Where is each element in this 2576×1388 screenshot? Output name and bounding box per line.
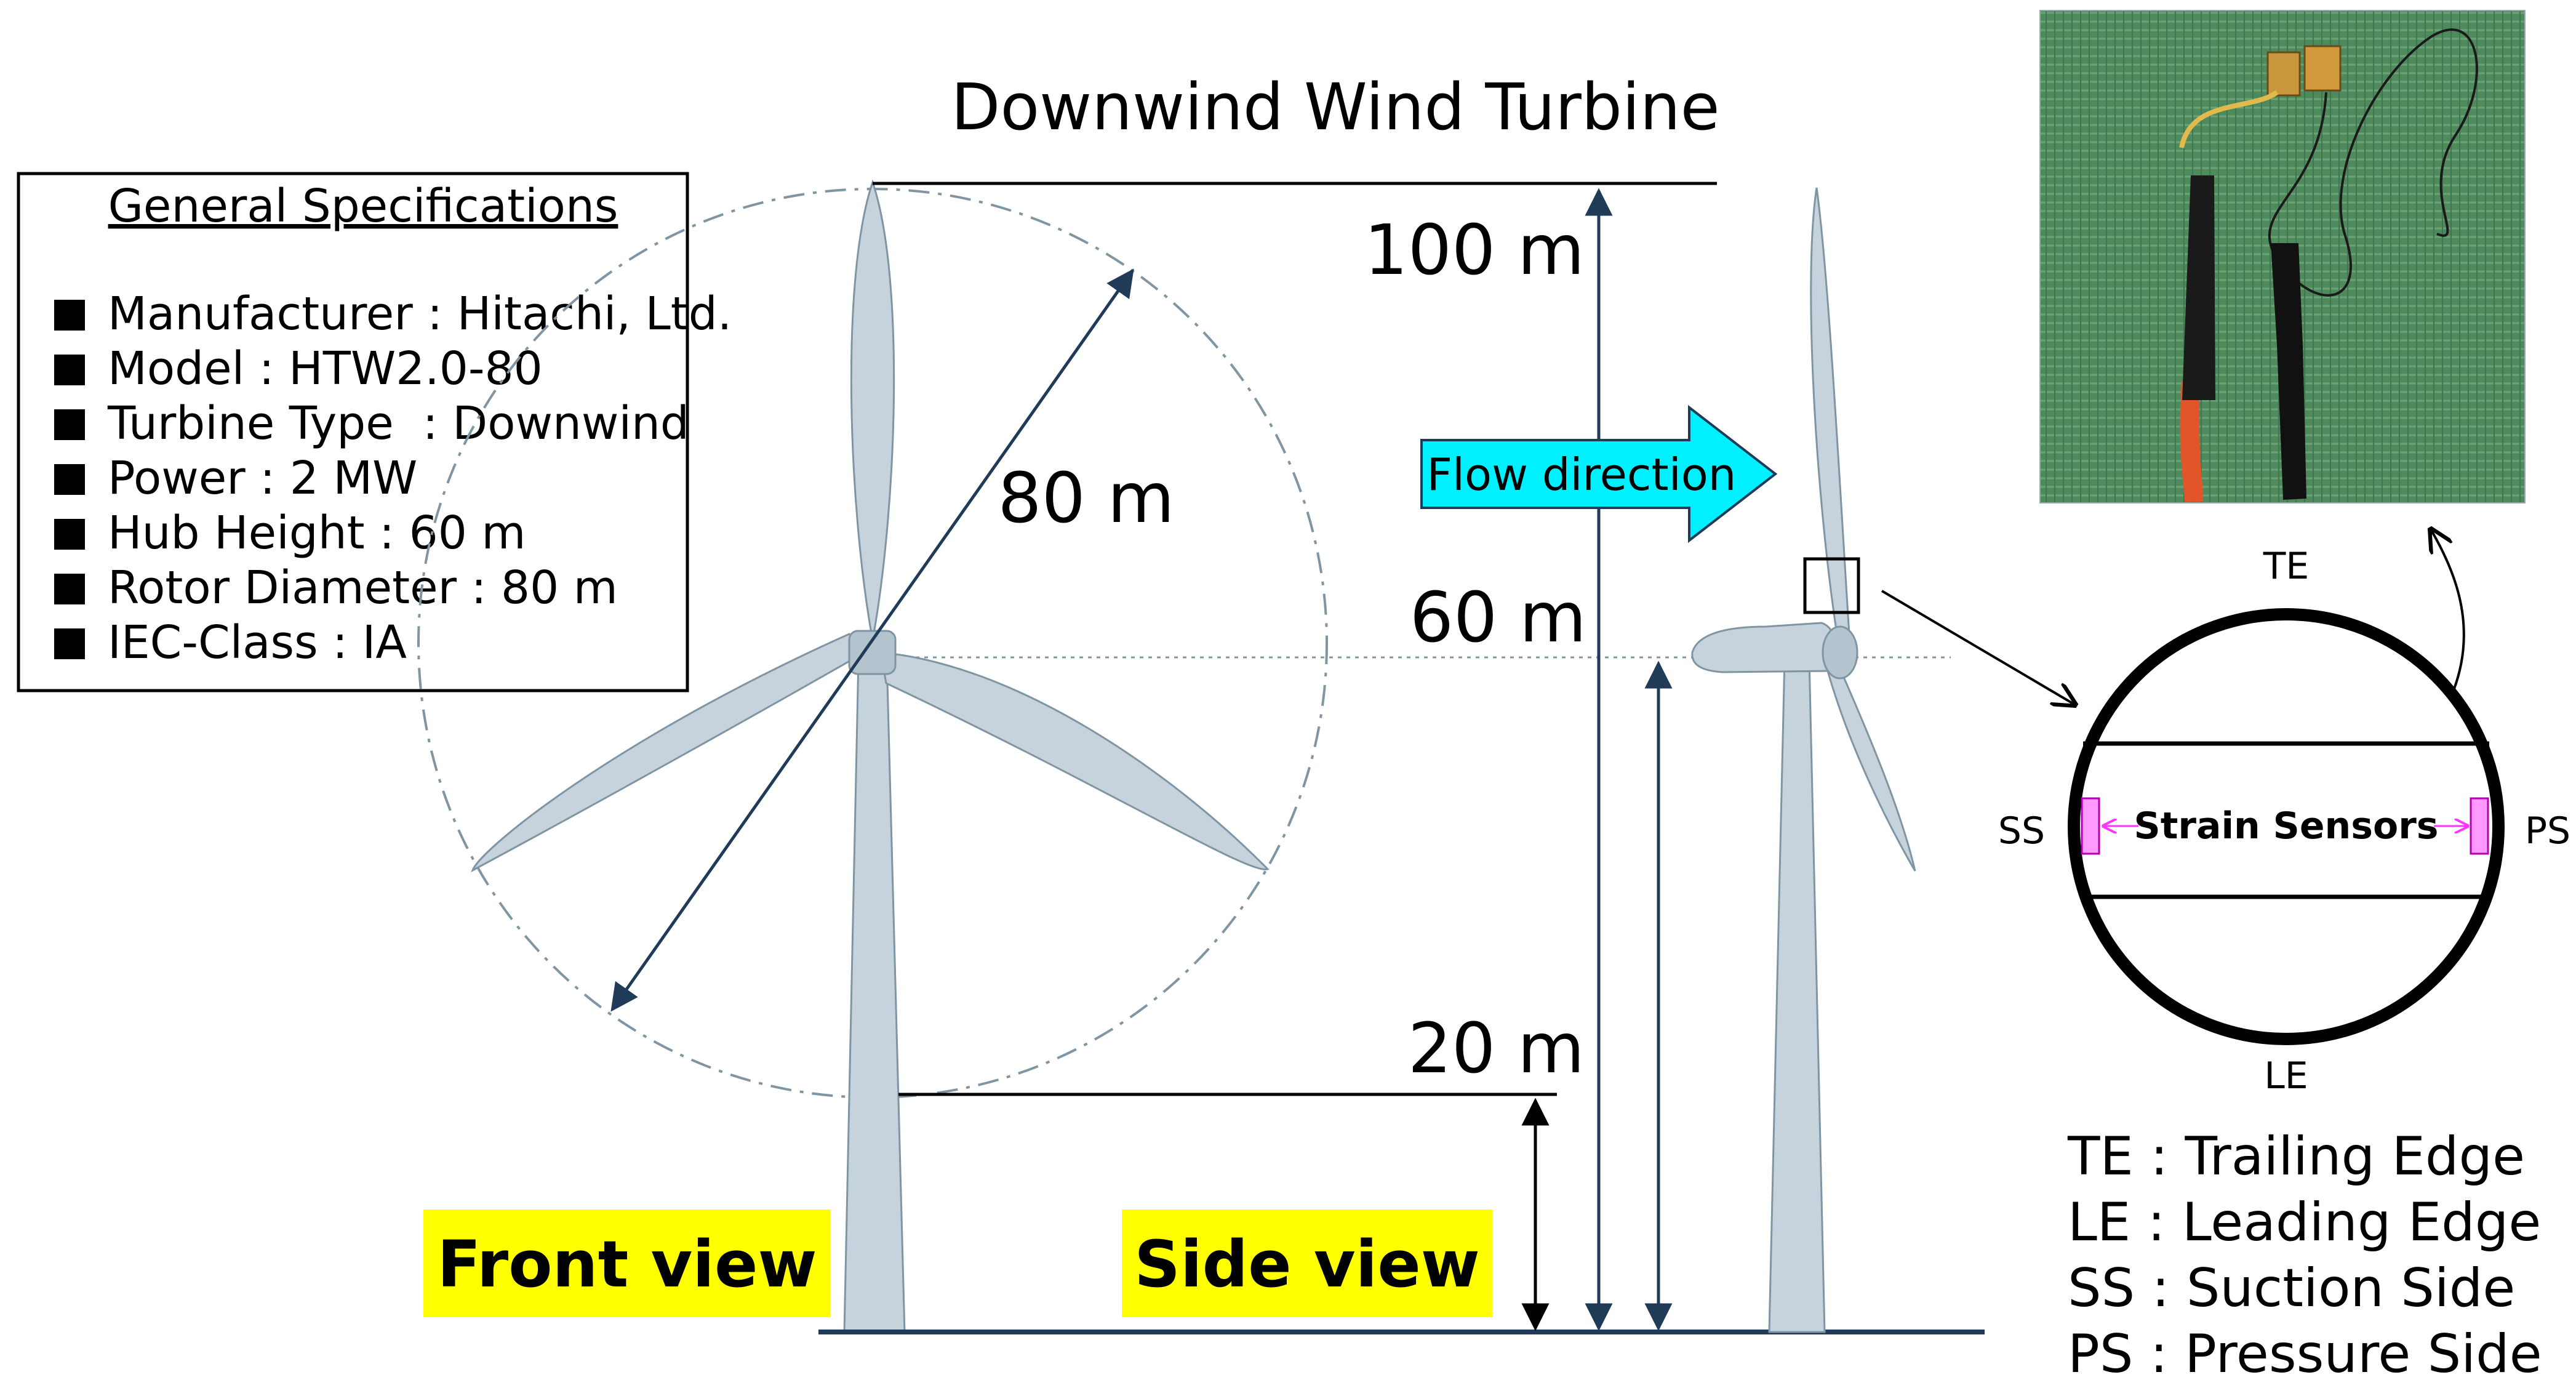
hub bbox=[848, 630, 897, 675]
rotor-diameter-arrow bbox=[610, 268, 1134, 1012]
spec-item-turbine-type: Turbine Type : Downwind bbox=[107, 397, 689, 450]
legend-ps: PS : Pressure Side bbox=[2068, 1323, 2542, 1385]
photo-frame bbox=[2039, 10, 2526, 503]
flow-direction-label: Flow direction bbox=[1427, 449, 1737, 500]
te-label: TE bbox=[2263, 545, 2310, 588]
spec-item: Hub Height : 60 m bbox=[54, 507, 526, 560]
spec-item-hub-height: Hub Height : 60 m bbox=[108, 507, 526, 560]
bullet-square-icon bbox=[54, 464, 85, 495]
diagram-title: Downwind Wind Turbine bbox=[951, 70, 1719, 145]
section-marker bbox=[1803, 557, 1860, 614]
specifications-frame bbox=[17, 172, 689, 692]
flow-direction-arrow: Flow direction bbox=[1420, 404, 1778, 544]
blade-cross-section: Strain Sensors TE LE SS PS bbox=[1998, 545, 2570, 1097]
specifications-box: General Specifications Manufacturer : Hi… bbox=[17, 172, 732, 692]
orange-cable bbox=[2180, 382, 2203, 502]
bullet-square-icon bbox=[54, 628, 85, 659]
flow-arrow-shape bbox=[1420, 404, 1778, 544]
front-view-turbine: 80 m bbox=[417, 179, 1951, 1333]
side-view-label-bg bbox=[1122, 1209, 1492, 1317]
bullet-square-icon bbox=[54, 519, 85, 550]
ss-label: SS bbox=[1998, 809, 2045, 852]
spec-item: Rotor Diameter : 80 m bbox=[54, 561, 618, 614]
side-view-label: Side view bbox=[1122, 1209, 1492, 1317]
le-label: LE bbox=[2264, 1054, 2308, 1097]
sensor-ps bbox=[2470, 797, 2489, 855]
side-tower bbox=[1768, 657, 1826, 1333]
abbreviation-legend: TE : Trailing Edge LE : Leading Edge SS … bbox=[2067, 1126, 2542, 1385]
legend-ss: SS : Suction Side bbox=[2068, 1258, 2515, 1319]
tower bbox=[843, 657, 906, 1333]
bullet-square-icon bbox=[54, 355, 85, 385]
sensor-wire bbox=[2268, 28, 2478, 297]
spec-item-model: Model : HTW2.0-80 bbox=[108, 342, 543, 395]
side-view-turbine bbox=[1691, 187, 2075, 1333]
spec-item-manufacturer: Manufacturer : Hitachi, Ltd. bbox=[108, 287, 732, 340]
side-view-text: Side view bbox=[1134, 1227, 1480, 1302]
side-blade-lower bbox=[1826, 660, 1916, 872]
top-height-label: 100 m bbox=[1364, 211, 1585, 291]
legend-le: LE : Leading Edge bbox=[2068, 1192, 2541, 1253]
specifications-heading: General Specifications bbox=[108, 180, 618, 233]
side-hub bbox=[1822, 625, 1858, 680]
nacelle bbox=[1691, 622, 1837, 673]
spec-item: Power : 2 MW bbox=[54, 452, 417, 505]
blade-right bbox=[879, 651, 1270, 870]
legend-te: TE : Trailing Edge bbox=[2067, 1126, 2525, 1187]
blade-top bbox=[850, 179, 895, 641]
side-blade-upper bbox=[1810, 187, 1850, 635]
sensor-photo bbox=[2039, 10, 2526, 503]
front-view-label: Front view bbox=[423, 1209, 831, 1317]
height-dimensions: 100 m 60 m 20 m bbox=[818, 182, 1985, 1334]
hub-height-label: 60 m bbox=[1410, 578, 1586, 658]
lead-wire bbox=[2179, 90, 2279, 148]
front-view-text: Front view bbox=[437, 1227, 817, 1302]
black-cable-left bbox=[2182, 175, 2215, 400]
section-callout-arrow bbox=[1881, 590, 2075, 705]
spec-item: IEC-Class : IA bbox=[54, 616, 407, 669]
spec-item-iec-class: IEC-Class : IA bbox=[108, 616, 407, 669]
bullet-square-icon bbox=[54, 574, 85, 604]
sensor-ss bbox=[2081, 797, 2100, 855]
strain-gauge-left bbox=[2266, 51, 2301, 97]
section-circle bbox=[2068, 608, 2505, 1045]
rotor-diameter-label: 80 m bbox=[998, 459, 1174, 539]
spec-item: Manufacturer : Hitachi, Ltd. bbox=[54, 287, 732, 340]
front-view-label-bg bbox=[423, 1209, 831, 1317]
spec-item: Model : HTW2.0-80 bbox=[54, 342, 543, 395]
strain-gauge-right bbox=[2303, 45, 2342, 92]
spec-item-power: Power : 2 MW bbox=[108, 452, 417, 505]
spec-item-rotor-diameter: Rotor Diameter : 80 m bbox=[108, 561, 618, 614]
bullet-square-icon bbox=[54, 300, 85, 331]
bullet-square-icon bbox=[54, 409, 85, 440]
spec-item: Turbine Type : Downwind bbox=[54, 397, 689, 450]
black-cable-right bbox=[2271, 243, 2306, 500]
strain-sensors-label: Strain Sensors bbox=[2134, 804, 2439, 848]
ps-label: PS bbox=[2525, 809, 2570, 852]
bottom-height-label: 20 m bbox=[1408, 1009, 1585, 1089]
